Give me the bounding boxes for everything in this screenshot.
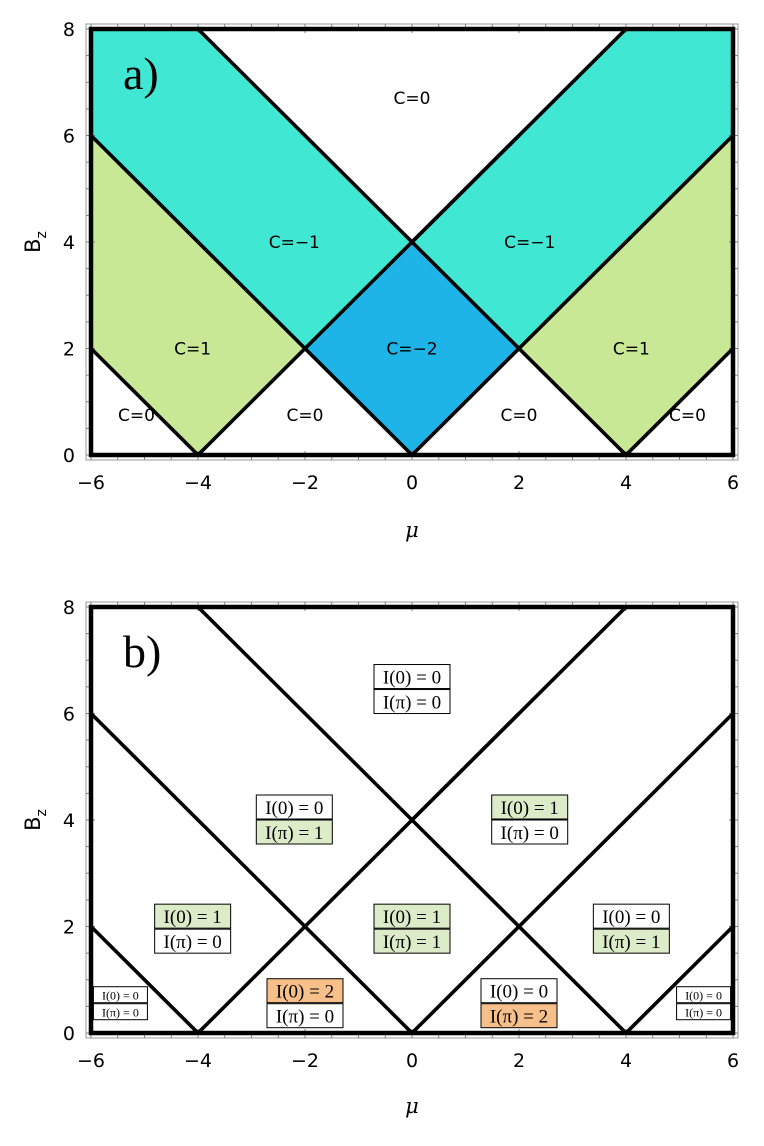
x-tick-label: 2	[513, 1050, 525, 1072]
x-tick-label: −6	[77, 1050, 105, 1072]
region-fill	[91, 135, 305, 455]
invariant-label-box	[92, 1003, 148, 1021]
chern-number-label: C=0	[501, 406, 538, 426]
invariant-label-box	[592, 903, 670, 929]
chern-number-label: C=−1	[269, 233, 320, 253]
phase-boundary-line	[89, 924, 200, 1035]
region-fill	[412, 29, 733, 349]
y-tick-label: 0	[63, 1023, 75, 1045]
y-tick-label: 8	[63, 19, 75, 41]
phase-boundary-line	[89, 346, 200, 457]
x-axis-title: μ	[405, 518, 419, 542]
invariant-label: I(0) = 1	[164, 907, 222, 928]
invariant-label: I(0) = 1	[501, 798, 559, 819]
y-tick-label: 2	[63, 339, 75, 361]
chern-number-label: C=1	[613, 340, 650, 360]
x-tick-label: 0	[406, 1050, 418, 1072]
invariant-label: I(π) = 0	[276, 1007, 334, 1028]
invariant-label-box	[92, 986, 148, 1004]
invariant-label-box	[266, 978, 344, 1004]
phase-boundary-line	[196, 133, 521, 457]
chern-number-label: C=1	[174, 340, 211, 360]
y-tick-label: 6	[63, 704, 75, 726]
y-tick-label: 0	[63, 445, 75, 467]
invariant-label: I(π) = 0	[102, 1006, 139, 1020]
invariant-label: I(0) = 1	[383, 907, 441, 928]
region-fill	[519, 135, 733, 455]
invariant-label-box	[491, 794, 569, 820]
invariant-label: I(π) = 0	[685, 1006, 722, 1020]
invariant-label: I(0) = 0	[685, 989, 722, 1003]
invariant-label: I(0) = 0	[490, 982, 548, 1003]
x-tick-label: 6	[727, 472, 739, 494]
invariant-label-box	[373, 689, 451, 715]
invariant-label: I(π) = 0	[501, 823, 559, 844]
invariant-label: I(π) = 0	[164, 932, 222, 953]
phase-boundary-line	[196, 711, 521, 1035]
y-tick-label: 4	[63, 810, 75, 832]
invariant-label-box	[676, 986, 732, 1004]
y-tick-label: 6	[63, 126, 75, 148]
chern-number-label: C=0	[394, 89, 431, 109]
invariant-label: I(π) = 1	[265, 823, 323, 844]
y-axis-title: Bz	[21, 231, 50, 253]
x-tick-label: −4	[184, 472, 212, 494]
x-tick-label: 4	[620, 472, 632, 494]
phase-boundary-line	[624, 924, 735, 1035]
chern-number-label: C=0	[669, 406, 706, 426]
invariant-label: I(0) = 0	[265, 798, 323, 819]
region-fill	[91, 29, 412, 349]
invariant-label-box	[491, 819, 569, 845]
chern-number-label: C=−2	[386, 340, 437, 360]
x-tick-label: −2	[291, 1050, 319, 1072]
chern-number-label: C=−1	[504, 233, 555, 253]
x-tick-label: −4	[184, 1050, 212, 1072]
phase-boundary-line	[410, 711, 735, 1035]
y-tick-label: 8	[63, 597, 75, 619]
plot-box	[88, 26, 736, 458]
invariant-label: I(π) = 1	[383, 932, 441, 953]
invariant-label-box	[154, 903, 232, 929]
x-tick-label: −6	[77, 472, 105, 494]
panel-label: b)	[123, 626, 161, 677]
invariant-label-box	[373, 903, 451, 929]
phase-boundary-line	[89, 711, 414, 1035]
invariant-label: I(π) = 1	[602, 932, 660, 953]
invariant-label: I(0) = 0	[383, 668, 441, 689]
invariant-label-box	[592, 928, 670, 954]
chern-number-label: C=0	[287, 406, 324, 426]
invariant-label-box	[255, 794, 333, 820]
invariant-label: I(0) = 0	[602, 907, 660, 928]
phase-boundary-line	[410, 133, 735, 457]
chern-number-label: C=0	[118, 406, 155, 426]
phase-boundary-line	[624, 346, 735, 457]
invariant-label-box	[266, 1003, 344, 1029]
invariant-label: I(0) = 0	[102, 989, 139, 1003]
plot-box	[88, 604, 736, 1036]
x-tick-label: 0	[406, 472, 418, 494]
panel-b: −6 −4 −2 0 2 4 6 0 2 4 6 8 μ Bz b) I(0) = 0 I(π) = 0 I(0)…	[21, 597, 739, 1118]
y-tick-label: 4	[63, 232, 75, 254]
invariant-label-box	[676, 1003, 732, 1021]
invariant-label-box	[480, 978, 558, 1004]
invariant-label-box	[373, 664, 451, 690]
invariant-label: I(π) = 2	[490, 1007, 548, 1028]
x-axis-title: μ	[405, 1094, 419, 1118]
invariant-label: I(0) = 2	[276, 982, 334, 1003]
x-tick-label: 2	[513, 472, 525, 494]
invariant-label-box	[154, 928, 232, 954]
x-tick-label: 6	[727, 1050, 739, 1072]
y-axis-title: Bz	[21, 809, 50, 831]
invariant-label-box	[480, 1003, 558, 1029]
invariant-label: I(π) = 0	[383, 693, 441, 714]
phase-boundary-line	[89, 133, 414, 457]
invariant-label-box	[373, 928, 451, 954]
y-tick-label: 2	[63, 917, 75, 939]
x-tick-label: −2	[291, 472, 319, 494]
panel-label: a)	[123, 48, 159, 99]
x-tick-label: 4	[620, 1050, 632, 1072]
invariant-label-box	[255, 819, 333, 845]
